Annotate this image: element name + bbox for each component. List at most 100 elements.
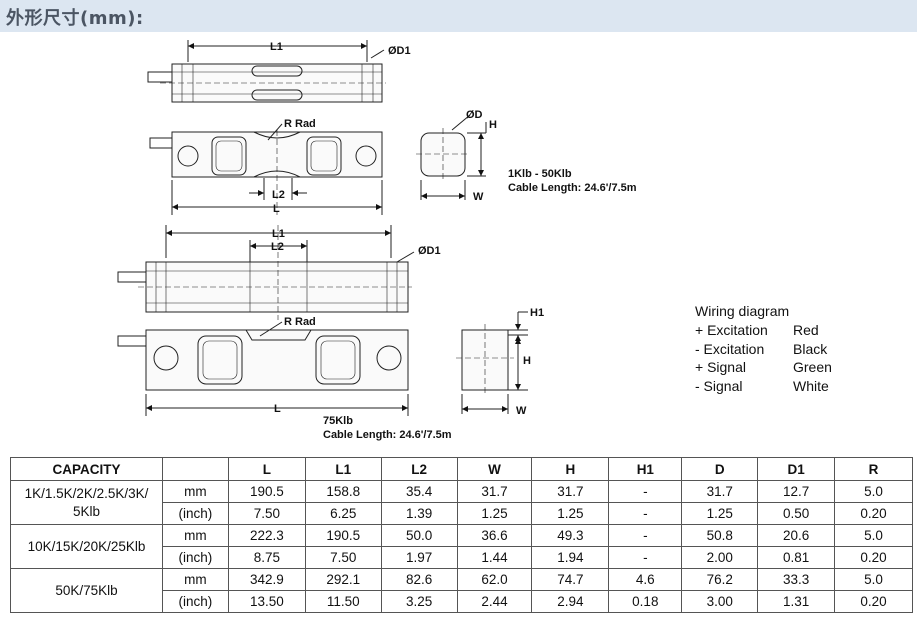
section-title: 外形尺寸(mm): xyxy=(6,8,144,29)
value-cell: 1.25 xyxy=(681,502,759,525)
wiring-signal: + Signal xyxy=(695,359,746,375)
dimension-drawings: L1 ØD1 R Rad L2 L ØD xyxy=(117,40,637,441)
capacity-cell: 50K/75Klb xyxy=(10,568,163,613)
value-cell: 342.9 xyxy=(227,568,306,591)
column-header: D xyxy=(681,457,759,481)
column-header: CAPACITY xyxy=(10,457,163,481)
value-cell: 13.50 xyxy=(227,590,306,613)
value-cell: 50.0 xyxy=(380,524,458,547)
value-cell: 3.25 xyxy=(380,590,458,613)
column-header: W xyxy=(456,457,533,481)
large-d1-label: ØD1 xyxy=(418,245,441,257)
column-header: R xyxy=(834,457,913,481)
value-cell: - xyxy=(608,546,683,569)
value-cell: 222.3 xyxy=(227,524,306,547)
value-cell: 82.6 xyxy=(380,568,458,591)
wiring-row: + Signal Green xyxy=(695,358,832,377)
capacity-cell: 1K/1.5K/2K/2.5K/3K/ 5Klb xyxy=(10,480,163,525)
small-top-view xyxy=(147,40,386,103)
wiring-row: + Excitation Red xyxy=(695,321,832,340)
value-cell: 74.7 xyxy=(531,568,610,591)
value-cell: 0.20 xyxy=(834,546,913,569)
value-cell: 190.5 xyxy=(227,480,306,503)
value-cell: 0.18 xyxy=(608,590,683,613)
large-end-view xyxy=(456,311,528,414)
small-d1-label: ØD1 xyxy=(388,45,411,57)
small-d-label: ØD xyxy=(466,109,483,121)
value-cell: 35.4 xyxy=(380,480,458,503)
value-cell: 11.50 xyxy=(304,590,382,613)
small-l-label: L xyxy=(273,203,280,215)
value-cell: 6.25 xyxy=(304,502,382,525)
value-cell: - xyxy=(608,502,683,525)
value-cell: 62.0 xyxy=(456,568,533,591)
value-cell: 49.3 xyxy=(531,524,610,547)
table-row: 50K/75Klb mm 342.9 292.1 82.6 62.0 74.7 … xyxy=(10,568,913,613)
value-cell: 1.39 xyxy=(380,502,458,525)
wiring-diagram: Wiring diagram + Excitation Red - Excita… xyxy=(695,303,832,395)
value-cell: 0.20 xyxy=(834,590,913,613)
unit-cell: (inch) xyxy=(161,546,229,569)
value-cell: 158.8 xyxy=(304,480,382,503)
value-cell: - xyxy=(608,524,683,547)
value-cell: 76.2 xyxy=(681,568,759,591)
table-row: (inch) 8.75 7.50 1.97 1.44 1.94 - 2.00 0… xyxy=(11,546,913,569)
column-header: L xyxy=(227,457,306,481)
large-capacity-note: 75Klb xyxy=(323,415,353,427)
large-r-rad-label: R Rad xyxy=(284,316,316,328)
value-cell: 7.50 xyxy=(227,502,306,525)
small-l2-label: L2 xyxy=(272,189,285,201)
value-cell: 1.25 xyxy=(456,502,533,525)
value-cell: 5.0 xyxy=(834,480,913,503)
table-row: (inch) 13.50 11.50 3.25 2.44 2.94 0.18 3… xyxy=(11,590,913,613)
small-end-view xyxy=(416,114,487,200)
large-l1-label: L1 xyxy=(272,228,285,240)
table-row: (inch) 7.50 6.25 1.39 1.25 1.25 - 1.25 0… xyxy=(11,502,913,525)
value-cell: 4.6 xyxy=(608,568,683,591)
column-header: L1 xyxy=(304,457,382,481)
value-cell: 5.0 xyxy=(834,524,913,547)
wiring-color: Green xyxy=(793,359,832,375)
value-cell: 0.20 xyxy=(834,502,913,525)
value-cell: 1.97 xyxy=(380,546,458,569)
column-header: D1 xyxy=(757,457,836,481)
unit-cell: (inch) xyxy=(161,502,229,525)
small-r-rad-label: R Rad xyxy=(284,118,316,130)
value-cell: 2.44 xyxy=(456,590,533,613)
small-capacity-note: 1Klb - 50Klb xyxy=(508,168,572,180)
unit-cell: (inch) xyxy=(161,590,229,613)
value-cell: 0.81 xyxy=(757,546,836,569)
wiring-color: Black xyxy=(793,340,828,357)
column-header: H1 xyxy=(608,457,683,481)
unit-cell: mm xyxy=(161,480,229,503)
wiring-row: - Excitation Black xyxy=(695,340,832,359)
large-h-label: H xyxy=(523,355,531,367)
value-cell: 0.50 xyxy=(757,502,836,525)
value-cell: 8.75 xyxy=(227,546,306,569)
large-h1-label: H1 xyxy=(530,307,544,319)
column-header: H xyxy=(531,457,610,481)
capacity-cell: 10K/15K/20K/25Klb xyxy=(10,524,163,569)
value-cell: 2.94 xyxy=(531,590,610,613)
small-side-view xyxy=(149,123,383,215)
wiring-signal: - Excitation xyxy=(695,340,765,357)
small-cable-note: Cable Length: 24.6'/7.5m xyxy=(508,182,637,194)
small-h-label: H xyxy=(489,119,497,131)
small-w-label: W xyxy=(473,191,484,203)
large-l2-label: L2 xyxy=(271,241,284,253)
column-header xyxy=(161,457,229,481)
large-top-view xyxy=(117,225,415,320)
table-header-row: CAPACITY L L1 L2 W H H1 D D1 R xyxy=(10,457,913,481)
column-header: L2 xyxy=(380,457,458,481)
value-cell: 1.44 xyxy=(456,546,533,569)
value-cell: 31.7 xyxy=(531,480,610,503)
large-l-label: L xyxy=(274,403,281,415)
value-cell: 36.6 xyxy=(456,524,533,547)
large-cable-note: Cable Length: 24.6'/7.5m xyxy=(323,429,452,441)
value-cell: 31.7 xyxy=(456,480,533,503)
value-cell: 33.3 xyxy=(757,568,836,591)
table-row: 1K/1.5K/2K/2.5K/3K/ 5Klb mm 190.5 158.8 … xyxy=(10,480,913,525)
wiring-row: - Signal White xyxy=(695,377,832,396)
unit-cell: mm xyxy=(161,568,229,591)
wiring-signal: - Signal xyxy=(695,377,743,394)
